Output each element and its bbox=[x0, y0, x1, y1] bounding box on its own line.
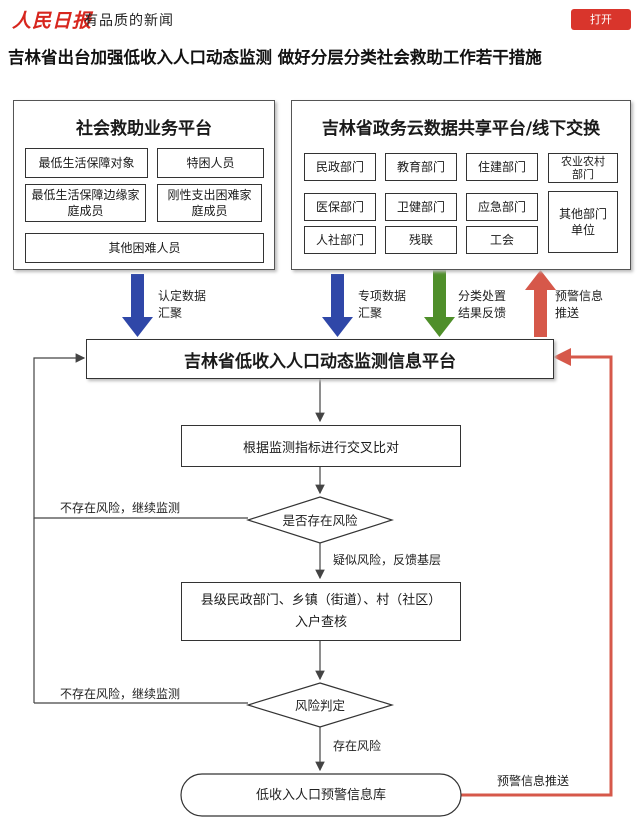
blue-arrow-2 bbox=[322, 274, 353, 337]
home-check-step: 县级民政部门、乡镇（街道）、村（社区） 入户查核 bbox=[181, 582, 461, 641]
gov-data-title: 吉林省政务云数据共享平台/线下交换 bbox=[321, 119, 601, 139]
dept-emergency: 应急部门 bbox=[466, 193, 538, 221]
dept-housing: 住建部门 bbox=[466, 153, 538, 181]
dept-health: 卫健部门 bbox=[385, 193, 457, 221]
social-assistance-panel: 社会救助业务平台 最低生活保障对象 特困人员 最低生活保障边缘家庭成员 刚性支出… bbox=[13, 100, 275, 270]
item-other-difficult: 其他困难人员 bbox=[25, 233, 264, 263]
warning-push-label: 预警信息推送 bbox=[497, 774, 570, 788]
database-terminal bbox=[180, 773, 462, 817]
app-header: 人民日报 有品质的新闻 打开 bbox=[0, 0, 642, 40]
suspected-risk-label: 疑似风险，反馈基层 bbox=[333, 553, 442, 567]
cross-check-step: 根据监测指标进行交叉比对 bbox=[181, 425, 461, 467]
decision-label-1: 是否存在风险 bbox=[282, 513, 358, 528]
has-risk-label: 存在风险 bbox=[333, 739, 382, 753]
dept-education: 教育部门 bbox=[385, 153, 457, 181]
gov-data-panel: 吉林省政务云数据共享平台/线下交换 民政部门 教育部门 住建部门 农业农村部门 … bbox=[291, 100, 631, 270]
dept-trade-union: 工会 bbox=[466, 226, 538, 254]
red-arrow-up bbox=[525, 270, 556, 337]
decision-diamond-2 bbox=[245, 682, 395, 728]
item-rigid-expense: 刚性支出困难家庭成员 bbox=[157, 184, 262, 222]
item-tekun: 特困人员 bbox=[157, 148, 264, 178]
brand-slogan: 有品质的新闻 bbox=[84, 13, 174, 29]
brand-logo: 人民日报 bbox=[12, 10, 93, 32]
label-special-data: 专项数据汇聚 bbox=[358, 289, 407, 320]
green-arrow bbox=[424, 270, 455, 337]
label-classified-feedback: 分类处置结果反馈 bbox=[458, 289, 507, 320]
decision-label-2: 风险判定 bbox=[294, 698, 345, 713]
home-check-line-1: 县级民政部门、乡镇（街道）、村（社区） bbox=[200, 592, 442, 608]
label-recognition-data: 认定数据汇聚 bbox=[158, 289, 207, 320]
home-check-line-2: 入户查核 bbox=[294, 614, 347, 630]
open-button[interactable]: 打开 bbox=[571, 9, 631, 30]
dept-agriculture: 农业农村部门 bbox=[548, 153, 618, 183]
red-push-line bbox=[461, 348, 613, 797]
dept-medical-insurance: 医保部门 bbox=[304, 193, 376, 221]
dept-disabled-federation: 残联 bbox=[385, 226, 457, 254]
item-dibao: 最低生活保障对象 bbox=[25, 148, 148, 178]
database-label: 低收入人口预警信息库 bbox=[255, 788, 386, 803]
no-risk-label-1: 不存在风险，继续监测 bbox=[60, 501, 181, 515]
loop-line-1 bbox=[33, 353, 248, 519]
no-risk-label-2: 不存在风险，继续监测 bbox=[60, 687, 181, 701]
dept-other-units: 其他部门单位 bbox=[548, 191, 618, 253]
social-assistance-title: 社会救助业务平台 bbox=[76, 119, 212, 139]
monitoring-platform: 吉林省低收入人口动态监测信息平台 bbox=[86, 339, 554, 379]
item-dibao-edge: 最低生活保障边缘家庭成员 bbox=[25, 184, 146, 222]
dept-human-resources: 人社部门 bbox=[304, 226, 376, 254]
label-warning-push: 预警信息推送 bbox=[555, 289, 604, 320]
blue-arrow-1 bbox=[122, 274, 153, 337]
dept-civil-affairs: 民政部门 bbox=[304, 153, 376, 181]
decision-diamond-1 bbox=[246, 496, 394, 544]
page-title: 吉林省出台加强低收入人口动态监测 做好分层分类社会救助工作若干措施 bbox=[8, 48, 542, 67]
